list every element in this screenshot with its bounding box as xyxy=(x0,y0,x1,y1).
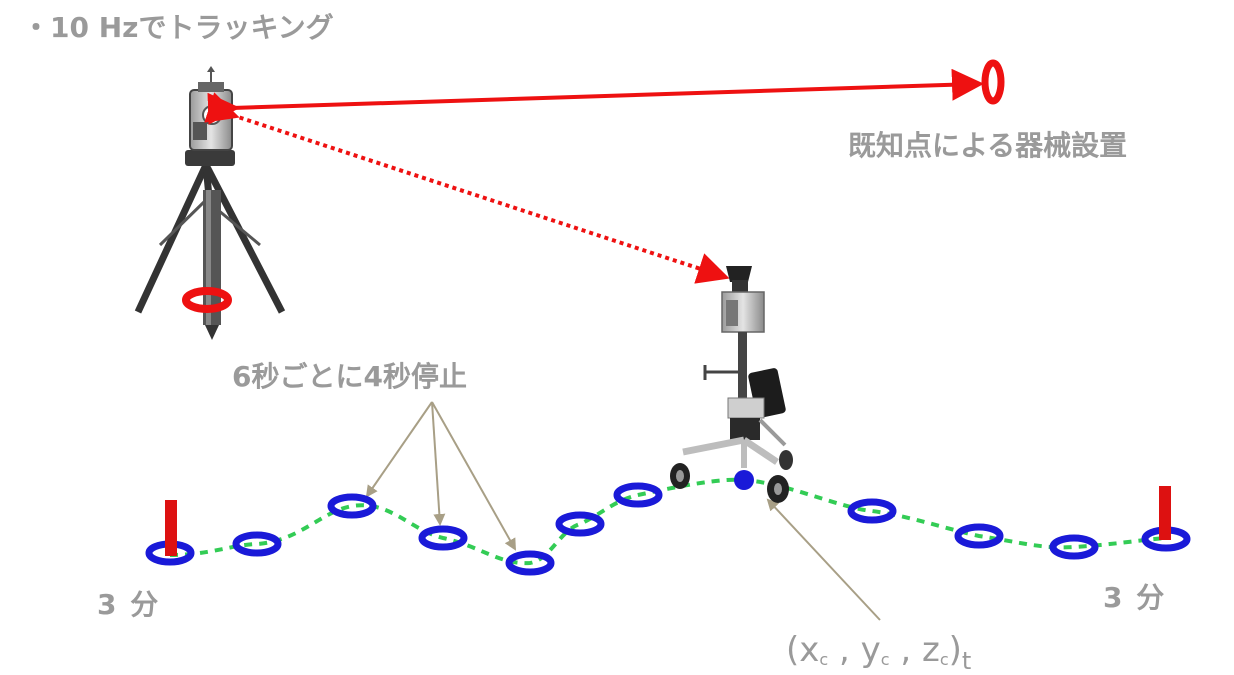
instrument-setup-label: 既知点による器械設置 xyxy=(848,129,1128,162)
stop-marker xyxy=(232,531,282,557)
end-duration-label: 3 分 xyxy=(1103,581,1167,614)
travel-path xyxy=(169,477,1167,566)
start-duration-label: 3 分 xyxy=(97,588,161,621)
backsight-line xyxy=(207,68,984,125)
prism-target-icon xyxy=(981,59,1005,105)
tracking-rate-label: ・10 Hzでトラッキング xyxy=(22,11,334,44)
stop-markers xyxy=(145,482,1191,576)
coord-sub-z: c xyxy=(939,650,949,669)
stop-marker xyxy=(847,498,897,524)
stop-marker xyxy=(613,482,663,508)
stop-marker xyxy=(555,511,605,537)
coord-sep-y: , y xyxy=(828,630,881,670)
position-coordinate-label: (xc , yc , zc)t xyxy=(786,630,971,675)
coord-open: (x xyxy=(786,630,820,670)
coord-sub-x: c xyxy=(819,650,829,669)
coord-close: ) xyxy=(948,630,962,670)
survey-pole-icon xyxy=(1159,486,1171,540)
ground-point-marker xyxy=(182,287,232,313)
stop-annotation-arrows xyxy=(365,401,516,551)
stop-marker xyxy=(954,523,1004,549)
mobile-scanner-cart-icon xyxy=(670,266,793,503)
coord-sep-z: , z xyxy=(889,630,940,670)
position-annotation-arrow xyxy=(766,498,881,621)
stop-marker xyxy=(505,550,555,576)
coord-sub-t: t xyxy=(961,647,972,675)
current-position-point xyxy=(734,470,754,490)
stop-marker xyxy=(327,493,377,519)
survey-pole-icon xyxy=(165,500,177,556)
tracking-line xyxy=(204,92,730,284)
stop-marker xyxy=(418,525,468,551)
stop-interval-label: 6秒ごとに4秒停止 xyxy=(232,360,467,393)
coord-sub-y: c xyxy=(880,650,890,669)
stop-marker xyxy=(1049,534,1099,560)
